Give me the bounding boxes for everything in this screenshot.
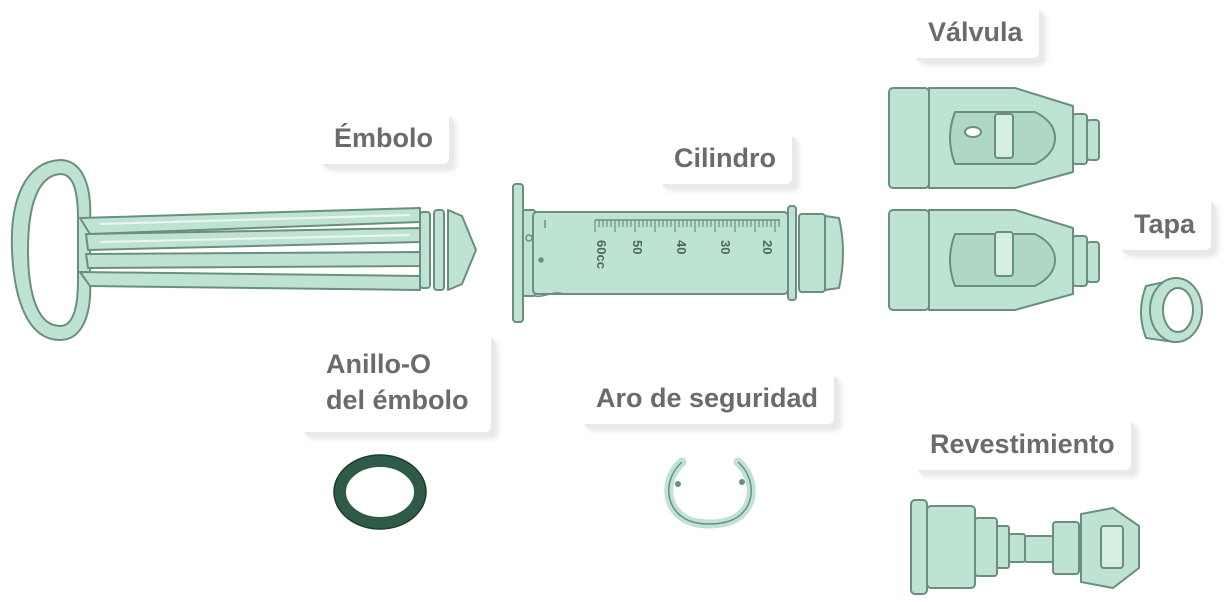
- barrel-scale-30: 30: [718, 240, 733, 254]
- barrel-scale-40: 40: [674, 240, 689, 254]
- barrel-scale-20: 20: [760, 240, 775, 254]
- cap-illustration: [1140, 277, 1203, 344]
- label-anillo-o-line2: del émbolo: [326, 385, 469, 415]
- label-revestimiento: Revestimiento: [914, 418, 1131, 470]
- label-valvula: Válvula: [912, 6, 1039, 58]
- barrel-illustration: 60cc 50 40 30 20: [512, 183, 844, 323]
- sleeve-illustration: [910, 499, 1140, 595]
- label-anillo-o: Anillo-O del émbolo: [300, 334, 491, 432]
- plunger-illustration: [10, 159, 477, 341]
- safety-ring-illustration: [664, 457, 756, 529]
- label-embolo: Émbolo: [318, 112, 449, 164]
- barrel-scale-60cc: 60cc: [594, 240, 609, 269]
- label-tapa: Tapa: [1118, 198, 1212, 250]
- barrel-scale-50: 50: [630, 240, 645, 254]
- valve-illustration-top: [888, 87, 1100, 189]
- valve-illustration-bottom: [888, 209, 1100, 311]
- label-anillo-o-line1: Anillo-O: [326, 349, 431, 379]
- label-aro-seguridad: Aro de seguridad: [580, 372, 835, 424]
- label-cilindro: Cilindro: [658, 132, 792, 184]
- oring-illustration: [333, 454, 427, 530]
